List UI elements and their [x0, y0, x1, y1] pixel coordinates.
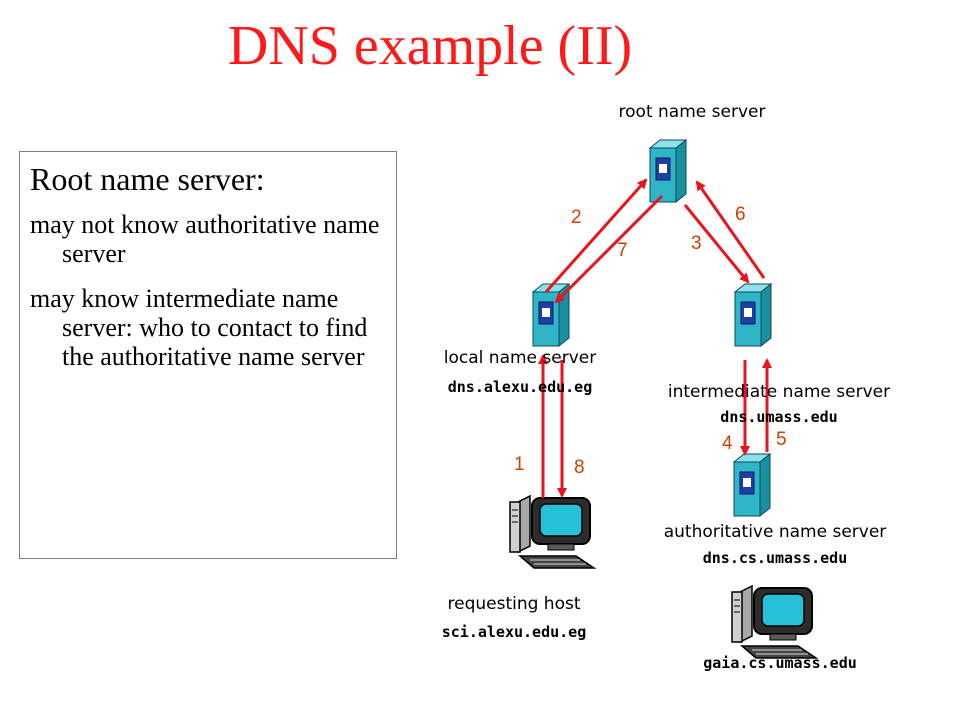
local-server-label: local name server — [443, 348, 597, 368]
root-server-icon — [649, 139, 687, 203]
arrow-step-2 — [544, 178, 648, 293]
step-number-1: 1 — [514, 454, 525, 475]
authoritative-server-label: authoritative name server — [663, 522, 887, 542]
requesting-host-computer-icon — [509, 495, 595, 569]
step-number-2: 2 — [571, 207, 582, 228]
step-number-3: 3 — [691, 233, 702, 254]
authoritative-server-host: dns.cs.umass.edu — [702, 549, 848, 567]
intermediate-server-host: dns.umass.edu — [720, 408, 838, 426]
step-number-7: 7 — [617, 240, 628, 261]
root-server-label: root name server — [618, 102, 766, 122]
step-number-4: 4 — [722, 433, 733, 454]
gaia-computer-icon — [731, 585, 817, 659]
intermediate-server-icon — [734, 283, 772, 347]
slide-title: DNS example (II) — [227, 15, 633, 77]
arrow-step-7 — [554, 194, 664, 304]
requesting-host-label: requesting host — [447, 594, 581, 614]
intermediate-server-label: intermediate name server — [667, 382, 891, 402]
authoritative-server-icon — [733, 453, 771, 517]
textbox-heading: Root name server: — [30, 161, 265, 197]
explanation-textbox: Root name server: may not know authorita… — [19, 151, 397, 559]
arrow-step-6 — [695, 180, 766, 279]
step-number-6: 6 — [735, 204, 746, 225]
gaia-host-name: gaia.cs.umass.edu — [703, 654, 857, 672]
step-number-5: 5 — [776, 429, 787, 450]
textbox-bullet-2: may know intermediate name server: who t… — [30, 284, 368, 371]
textbox-bullet-1: may not know authoritative name server — [30, 210, 380, 268]
step-number-8: 8 — [574, 457, 585, 478]
arrow-step-3 — [683, 204, 750, 284]
local-server-host: dns.alexu.edu.eg — [447, 378, 593, 396]
requesting-host-name: sci.alexu.edu.eg — [441, 623, 587, 641]
